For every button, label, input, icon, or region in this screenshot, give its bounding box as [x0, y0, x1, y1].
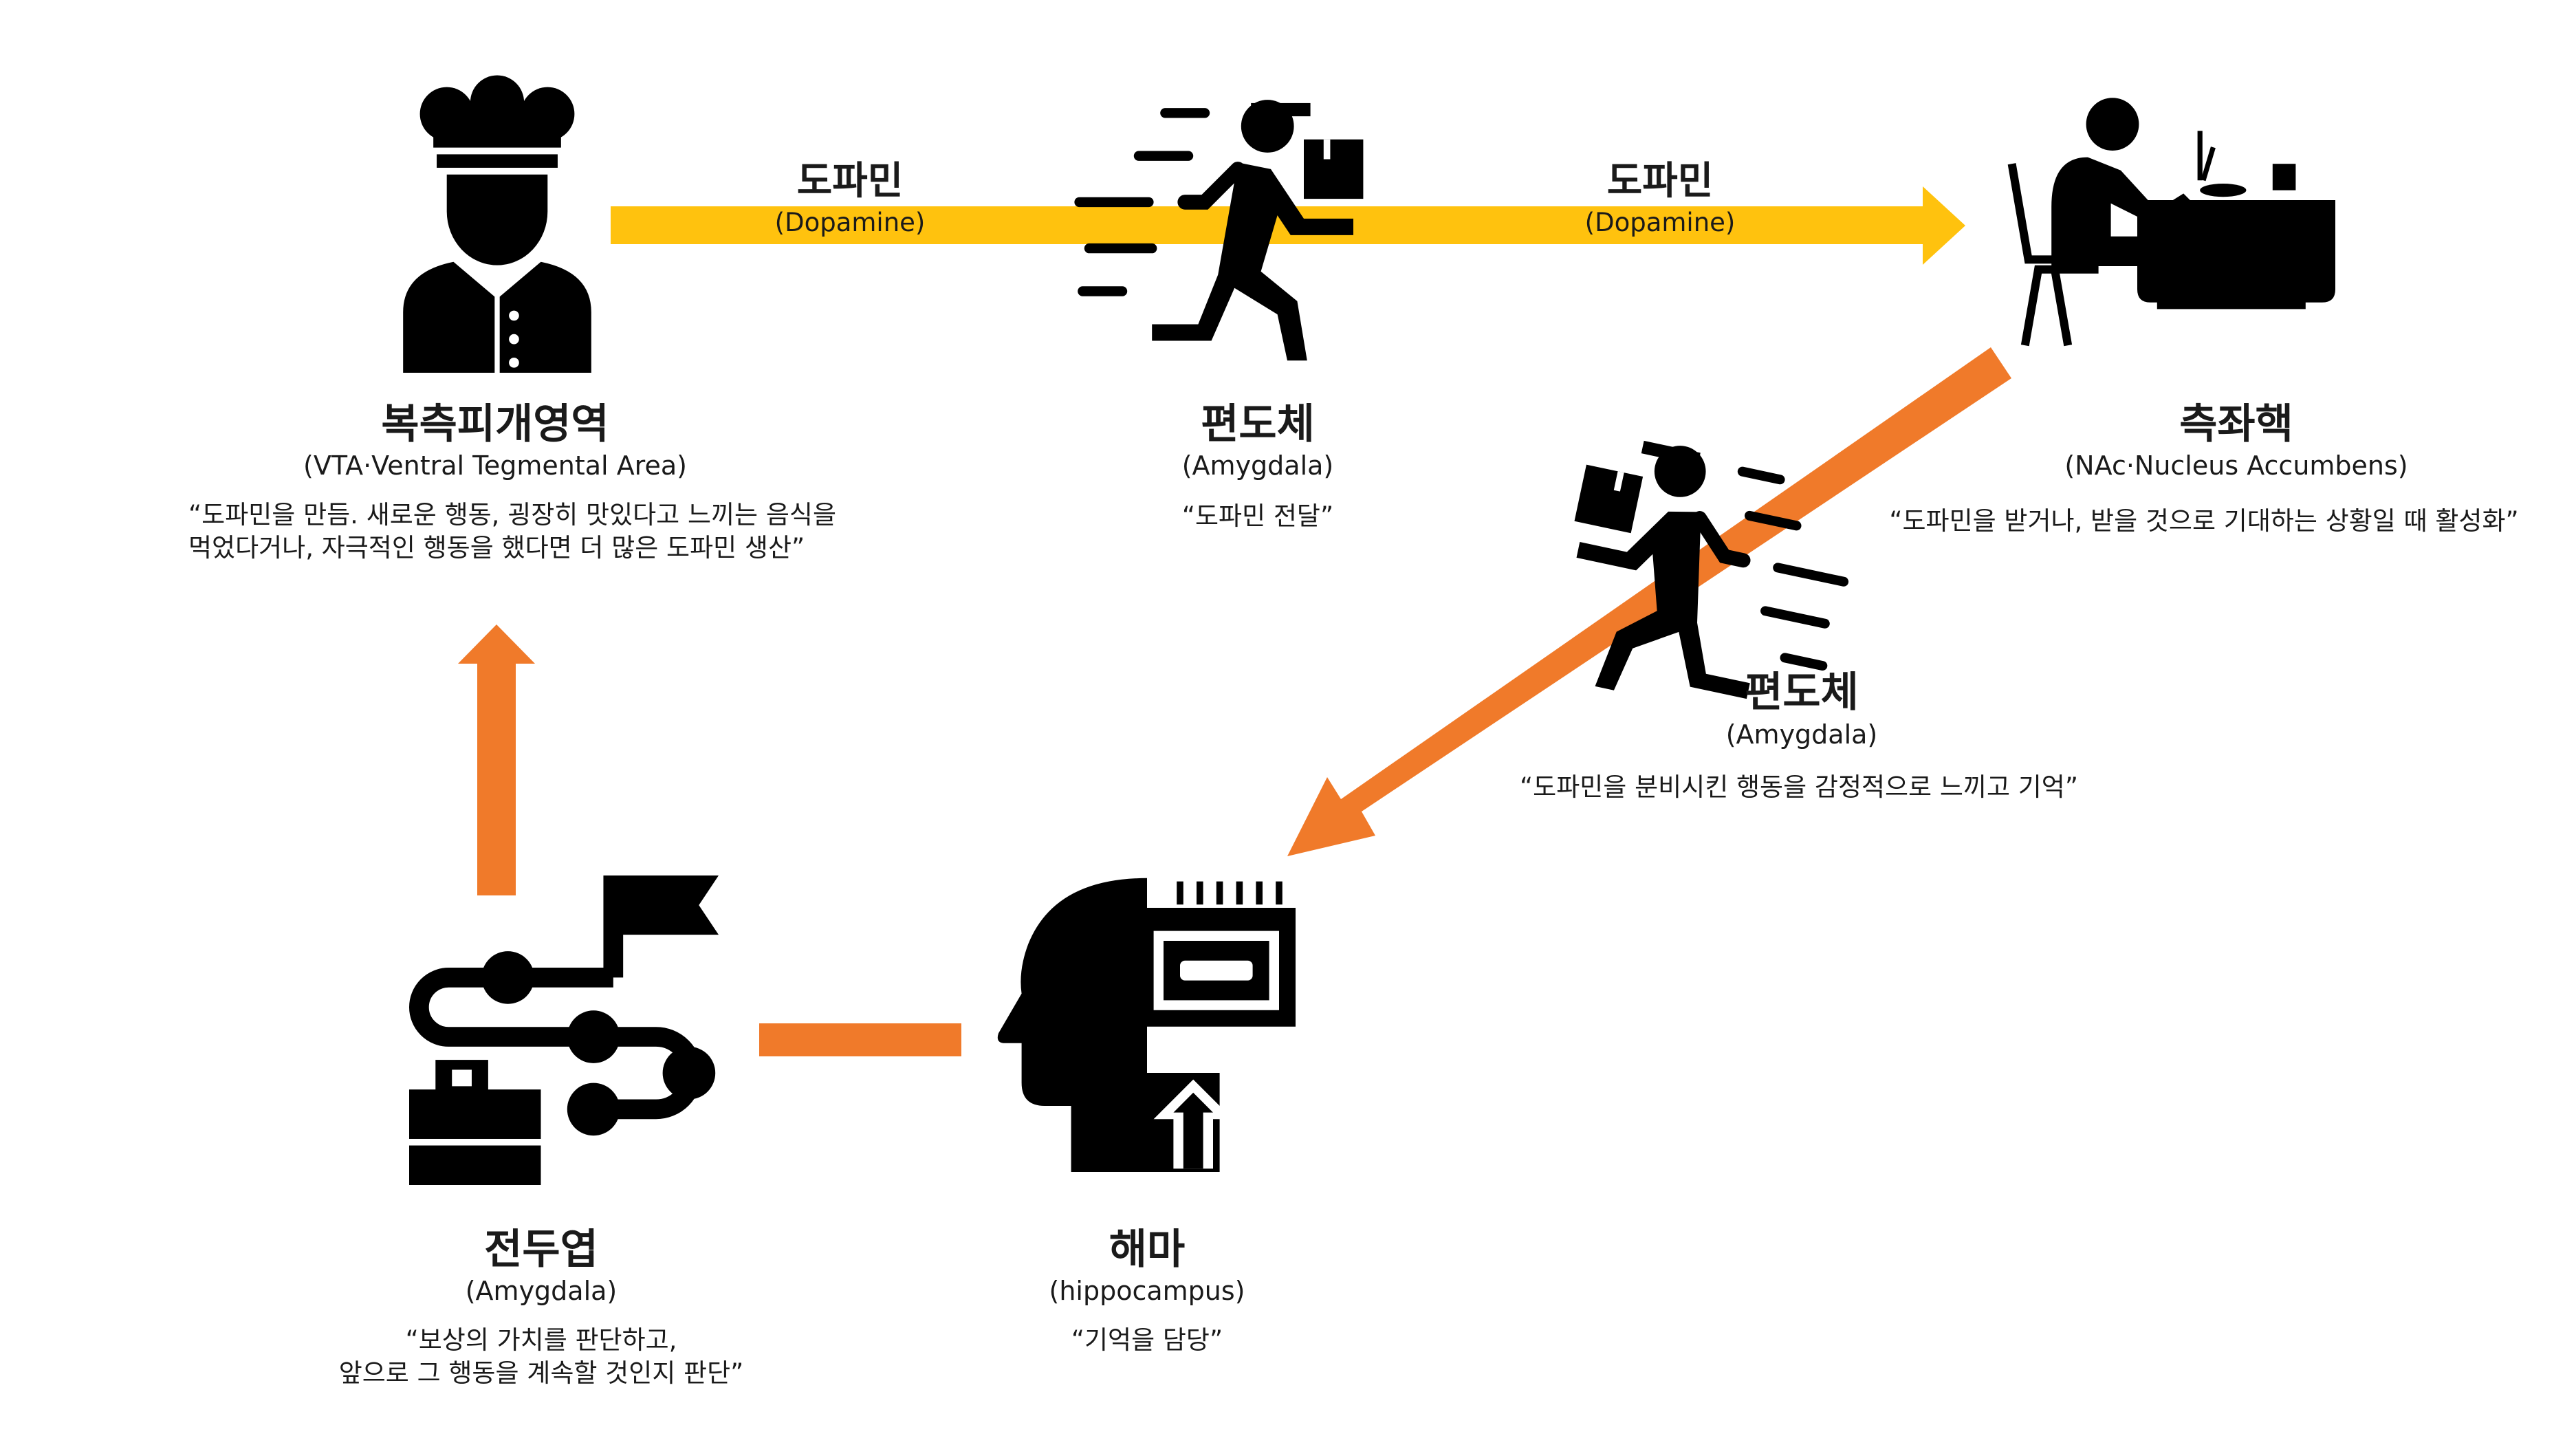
dopamine-sub-1: (Dopamine) [774, 208, 926, 237]
courier-icon-mirrored [1574, 440, 1849, 699]
nac-title: 측좌핵 [2179, 400, 2293, 448]
amygdala-top-description: “도파민 전달” [1181, 501, 1334, 531]
nac-subtitle: (NAc·Nucleus Accumbens) [2064, 450, 2408, 481]
vta-subtitle: (VTA·Ventral Tegmental Area) [303, 450, 687, 481]
courier-icon [1074, 100, 1364, 361]
amygdala-top-title: 편도체 [1201, 400, 1315, 448]
amygdala-top-subtitle: (Amygdala) [1181, 450, 1334, 481]
dopamine-label-2: 도파민 [1606, 159, 1714, 204]
frontal-subtitle: (Amygdala) [465, 1276, 618, 1306]
frontal-title: 전두엽 [484, 1226, 598, 1274]
hippocampus-frontal-connector [759, 1023, 961, 1056]
vta-description-line: “도파민을 만듬. 새로운 행동, 굉장히 맛있다고 느끼는 음식을 [188, 500, 836, 530]
amygdala-to-hippocampus-arrow [1287, 347, 2011, 856]
amygdala-mid-subtitle: (Amygdala) [1725, 719, 1878, 750]
hippocampus-subtitle: (hippocampus) [1049, 1276, 1245, 1306]
hippocampus-title: 해마 [1109, 1226, 1186, 1274]
frontal-description-line: 앞으로 그 행동을 계속할 것인지 판단” [338, 1358, 744, 1388]
hippocampus-description: “기억을 담당” [1071, 1325, 1223, 1355]
nac-description: “도파민을 받거나, 받을 것으로 기대하는 상황일 때 활성화” [1889, 506, 2519, 536]
frontal-to-vta-arrow [458, 624, 535, 895]
amygdala-mid-description: “도파민을 분비시킨 행동을 감정적으로 느끼고 기억” [1520, 772, 2078, 802]
frontal-description-line: “보상의 가치를 판단하고, [405, 1325, 677, 1355]
vta-title: 복측피개영역 [381, 400, 609, 448]
vta-description-line: 먹었다거나, 자극적인 행동을 했다면 더 많은 도파민 생산” [188, 533, 805, 563]
chef-icon [403, 75, 591, 373]
head-chip-icon [997, 878, 1296, 1172]
dopamine-sub-2: (Dopamine) [1584, 208, 1736, 237]
roadmap-icon [409, 875, 719, 1185]
amygdala-mid-title: 편도체 [1745, 668, 1859, 717]
vta-description: “도파민을 만듬. 새로운 행동, 굉장히 맛있다고 느끼는 음식을 먹었다거나… [188, 499, 836, 565]
frontal-description: “보상의 가치를 판단하고, 앞으로 그 행동을 계속할 것인지 판단” [339, 1324, 744, 1390]
diner-icon [2007, 98, 2335, 347]
dopamine-label-1: 도파민 [796, 159, 904, 204]
